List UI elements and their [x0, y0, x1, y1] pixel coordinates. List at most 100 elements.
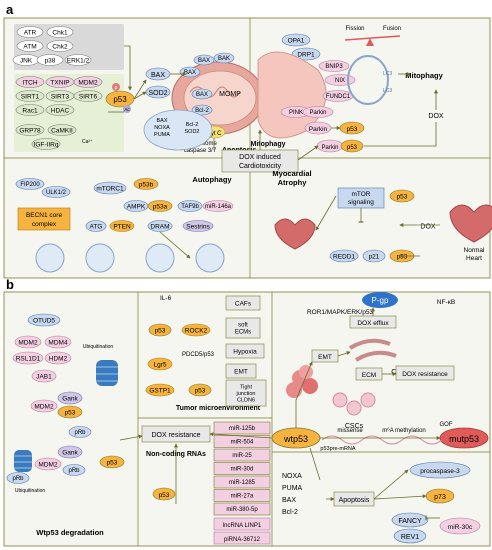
fip200-node: FIP200	[15, 178, 45, 190]
svg-text:Tight: Tight	[240, 384, 252, 390]
hdm2-node: HDM2	[44, 351, 72, 365]
prb-node-3: pRb	[6, 472, 30, 484]
dox-label-a1: DOX	[428, 113, 444, 120]
svg-text:GRP78: GRP78	[19, 127, 41, 134]
modifier-hdac: HDAC	[45, 104, 75, 116]
nfkb-label: NF-κB	[437, 299, 455, 306]
svg-text:MDM2: MDM2	[78, 79, 98, 86]
svg-text:EMT: EMT	[234, 368, 248, 375]
modifier-sirt1: SIRT1	[15, 90, 45, 102]
svg-text:pRb: pRb	[74, 430, 86, 436]
atg-node: ATG	[85, 220, 107, 232]
svg-text:Rac1: Rac1	[22, 107, 38, 114]
caf-shapes	[348, 338, 397, 362]
gof-label: GOF	[440, 422, 453, 428]
heart-normal	[449, 204, 492, 243]
panel-a-connectors	[108, 45, 440, 259]
svg-text:miR-27a: miR-27a	[231, 494, 254, 500]
ampk-node: AMPK	[123, 200, 149, 212]
svg-text:Sestrins: Sestrins	[186, 223, 210, 230]
fusion-label: Fusion	[383, 26, 401, 32]
lc3-label-1: LC3	[383, 71, 392, 77]
svg-text:signaling: signaling	[348, 199, 374, 206]
pten-node: PTEN	[109, 220, 135, 232]
mutp53-node: mutp53	[439, 427, 489, 449]
mdm2-node-3: MDM2	[34, 457, 62, 471]
mitophagy-fundc1: FUNDC1	[322, 90, 354, 102]
fancy-node: FANCY	[391, 512, 429, 528]
calcium-label: Ca²⁺	[82, 139, 93, 145]
drp1-node: DRP1	[291, 47, 321, 61]
svg-text:procaspase-3: procaspase-3	[420, 468, 460, 475]
kinase-atm: ATM	[16, 40, 44, 52]
modifier-itch: ITCH	[15, 76, 45, 88]
svg-text:Apoptosis: Apoptosis	[339, 497, 370, 504]
p53-node-nc: p53	[152, 487, 176, 501]
svg-text:CLDN6: CLDN6	[237, 397, 255, 403]
momp-label: MOMP	[219, 91, 241, 98]
kinase-chk1: Chk1	[46, 26, 74, 38]
wtp53-degradation-label: Wtp53 degradation	[36, 528, 104, 537]
modifier-txnip: TXNIP	[45, 76, 75, 88]
mirna-mir-125b: miR-125b	[213, 421, 271, 435]
mitophagy-label-1: Mitophagy	[405, 71, 443, 80]
proteasome-b2	[14, 450, 32, 472]
kinase-atr: ATR	[16, 26, 44, 38]
svg-text:Bcl-2: Bcl-2	[195, 108, 209, 114]
svg-text:miR-504: miR-504	[231, 440, 254, 446]
svg-text:miR-30c: miR-30c	[448, 524, 473, 531]
mitophagy-nix: NIX	[324, 74, 356, 86]
parkin-p53-complex: Parkin p53	[316, 139, 364, 153]
panel-a-label: a	[6, 2, 14, 17]
svg-text:OTUD5: OTUD5	[33, 317, 55, 324]
svg-text:HDAC: HDAC	[51, 107, 70, 114]
svg-text:ATG: ATG	[90, 223, 103, 230]
svg-text:NIX: NIX	[335, 78, 345, 84]
svg-text:pRb: pRb	[68, 468, 80, 474]
fission-label: Fission	[345, 26, 364, 32]
rsl1d1-node: RSL1D1	[12, 351, 44, 365]
mito-bcl2: Bcl-2	[191, 104, 213, 116]
svg-text:Chk1: Chk1	[52, 29, 68, 36]
ecm-box: ECM	[355, 367, 383, 381]
missense-label: missense	[337, 428, 363, 434]
modifier-sirt3: SIRT3	[45, 90, 75, 102]
sod2-node: SOD2	[145, 85, 171, 99]
procaspase-node: procaspase-3	[409, 461, 471, 479]
nucleus-a	[143, 109, 213, 151]
taf9b-node: TAF9b	[177, 200, 203, 212]
svg-text:DRAM: DRAM	[150, 223, 169, 230]
svg-text:GSTP1: GSTP1	[149, 387, 171, 394]
mirna-mir-25: miR-25	[213, 448, 271, 462]
sestrins-node: Sestrins	[182, 220, 214, 232]
svg-text:complex: complex	[32, 221, 57, 228]
svg-text:p53: p53	[397, 253, 408, 260]
cafs-box: CAFs	[225, 295, 261, 311]
cscs-label: CSCs	[345, 423, 364, 430]
bax-node: BAX	[145, 67, 171, 81]
beclin-box: BECN1 core complex	[17, 207, 71, 231]
svg-text:miR-380-5p: miR-380-5p	[226, 507, 258, 513]
mirna-mir-27a: miR-27a	[213, 489, 271, 502]
mito-bax-2: BAX	[179, 66, 201, 78]
svg-text:lncRNA LINP1: lncRNA LINP1	[223, 523, 262, 529]
mrna-wave	[321, 435, 443, 445]
svg-text:ATR: ATR	[24, 29, 37, 36]
svg-text:p53: p53	[347, 126, 358, 133]
p53-node-mitophagy: p53	[339, 121, 365, 135]
svg-text:Lgr5: Lgr5	[153, 361, 166, 368]
lncrna-box: lncRNA LINP1	[213, 517, 271, 531]
svg-text:p53: p53	[347, 145, 358, 151]
svg-text:ECMs: ECMs	[235, 330, 251, 336]
svg-text:mTORC1: mTORC1	[96, 185, 124, 192]
hypoxia-box: Hypoxia	[225, 343, 265, 359]
apoptosis-gene-puma: PUMA	[282, 485, 303, 492]
tme-nodes: IL-6PDCD5/p53CAFssoftECMsHypoxiaEMTTight…	[145, 295, 267, 407]
svg-text:BAX: BAX	[198, 58, 210, 64]
prb-node-1: pRb	[68, 426, 92, 438]
